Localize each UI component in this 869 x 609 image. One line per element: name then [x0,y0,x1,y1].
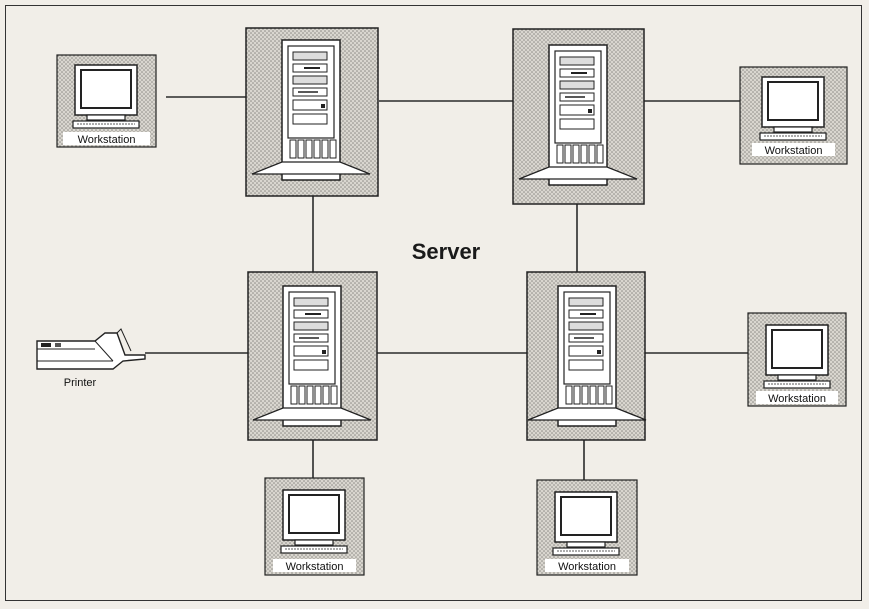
diagram-title: Server [412,239,481,264]
connection-lines [145,97,748,480]
server-3 [248,272,377,440]
workstation-label: Workstation [78,134,136,146]
server-4 [527,272,646,440]
workstation-label: Workstation [558,561,616,573]
workstation-3: Workstation [748,313,846,406]
printer: Printer [37,329,145,389]
server-1 [246,28,378,196]
printer-label: Printer [64,377,97,389]
workstation-2: Workstation [740,67,847,164]
workstation-label: Workstation [286,561,344,573]
workstation-5: Workstation [537,480,637,575]
workstation-1: Workstation [57,55,156,147]
printer-icon [37,329,145,369]
workstation-label: Workstation [765,145,823,157]
workstation-label: Workstation [768,393,826,405]
server-2 [513,29,644,204]
workstation-4: Workstation [265,478,364,575]
